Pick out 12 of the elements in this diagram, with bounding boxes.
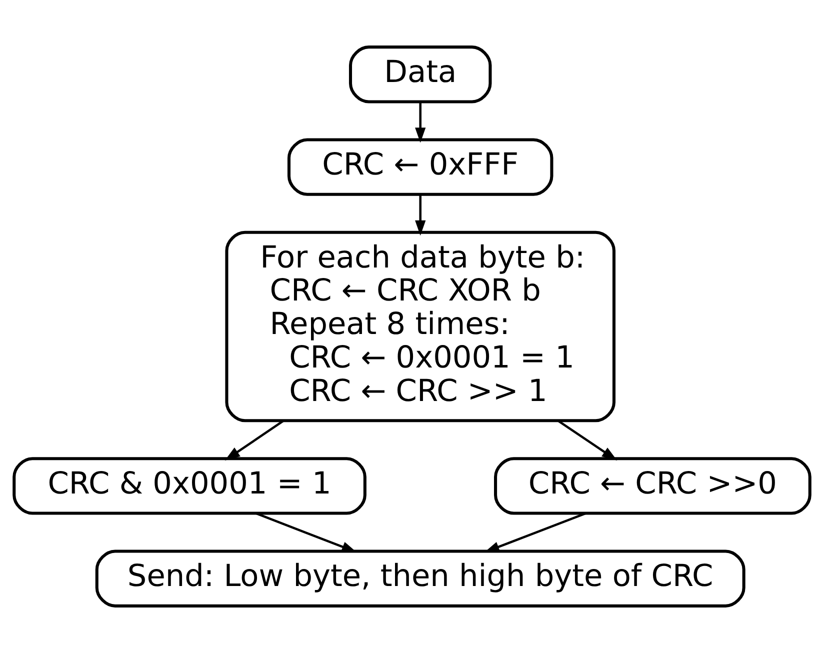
node-box: Send: Low byte, then high byte of CRC [95,550,746,608]
arrow [415,102,426,143]
arrow [415,194,426,236]
node-box: CRC ← 0xFFF [287,138,554,196]
arrow [558,420,618,460]
node-box: Data [348,46,492,104]
arrow [224,420,284,460]
arrow [484,512,586,552]
arrow [256,512,357,552]
node-box: For each data byte b: CRC ← CRC XOR b Repeat 8 times: CRC ← 0x0001 = 1 CRC ← CRC >> 1 [225,230,616,422]
node-box: CRC ← CRC >>0 [494,457,812,515]
node-box: CRC & 0x0001 = 1 [12,457,366,515]
